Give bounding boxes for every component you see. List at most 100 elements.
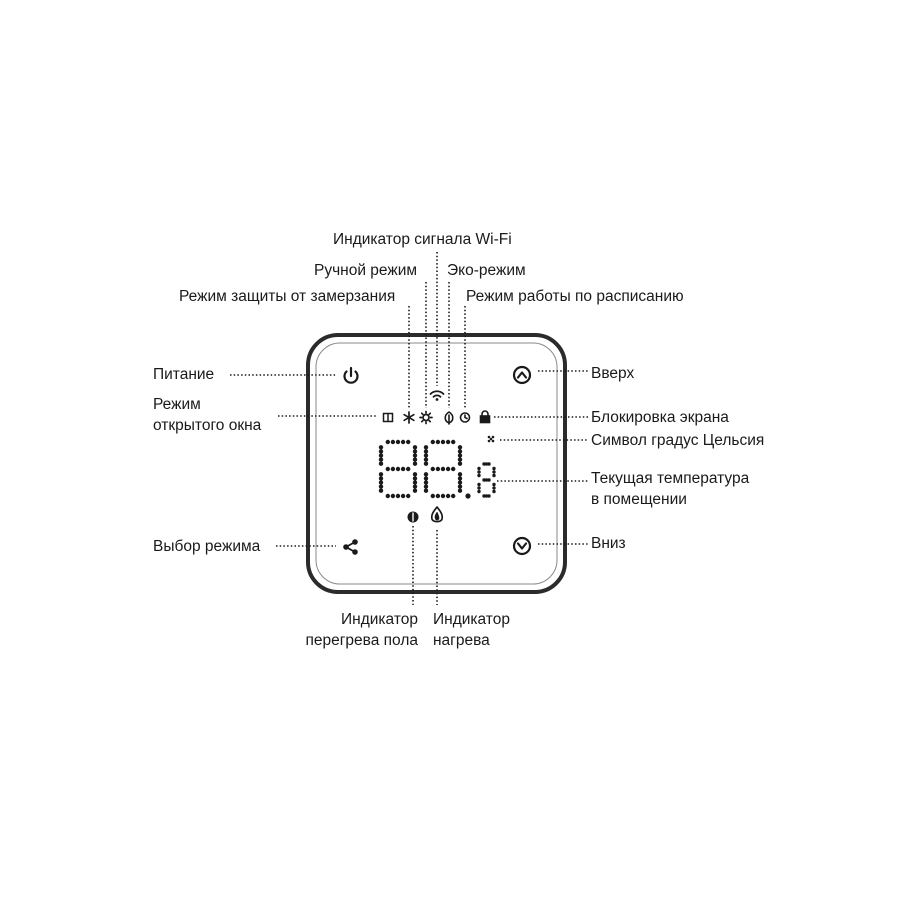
label-frost-protection: Режим защиты от замерзания bbox=[179, 288, 396, 305]
digit-1-segment-e bbox=[423, 480, 429, 485]
digit-0-segment-g bbox=[390, 466, 396, 472]
snowflake-icon bbox=[403, 411, 415, 424]
digit-2-segment-a bbox=[487, 462, 491, 466]
label-screen-lock: Блокировка экрана bbox=[591, 409, 729, 426]
label-floor-overheat: Индикатор перегрева пола bbox=[294, 609, 418, 651]
digit-2-segment-f bbox=[477, 473, 481, 478]
down-arrow-icon[interactable] bbox=[512, 536, 532, 556]
digit-0-segment-e bbox=[378, 488, 384, 493]
digit-2-segment-a bbox=[482, 462, 486, 466]
digit-1-segment-f bbox=[423, 445, 429, 450]
window-icon bbox=[382, 412, 394, 423]
label-wifi: Индикатор сигнала Wi-Fi bbox=[333, 231, 512, 248]
digit-1-segment-f bbox=[423, 449, 429, 454]
digit-0-segment-d bbox=[385, 493, 390, 499]
digit-0-segment-b bbox=[412, 453, 418, 458]
digit-1-segment-e bbox=[423, 488, 429, 493]
digit-0-segment-e bbox=[378, 484, 384, 489]
digit-1-segment-e bbox=[423, 484, 429, 489]
digit-0-segment-d bbox=[400, 493, 406, 499]
digit-0-segment-e bbox=[378, 480, 384, 485]
digit-2-segment-g bbox=[487, 478, 491, 482]
digit-1-segment-a bbox=[451, 439, 456, 445]
label-mode-select: Выбор режима bbox=[153, 538, 261, 555]
digit-0-segment-f bbox=[378, 457, 384, 462]
digit-2-segment-g bbox=[482, 478, 486, 482]
label-down: Вниз bbox=[591, 535, 626, 552]
digit-1-segment-g bbox=[445, 466, 451, 472]
digit-2-segment-e bbox=[477, 489, 481, 494]
digit-1-segment-d bbox=[440, 493, 446, 499]
digit-0-segment-g bbox=[406, 466, 411, 472]
up-arrow-icon[interactable] bbox=[512, 365, 532, 385]
digit-0-segment-c bbox=[412, 484, 418, 489]
digit-2-segment-d bbox=[487, 494, 491, 498]
label-open-window-line1: Режим bbox=[153, 396, 201, 413]
label-current-temp-line1: Текущая температура bbox=[591, 470, 750, 487]
label-open-window: Режим открытого окна bbox=[153, 394, 261, 436]
clock-icon bbox=[459, 412, 471, 423]
digit-0-segment-d bbox=[390, 493, 396, 499]
digit-1-segment-f bbox=[423, 461, 429, 466]
label-heating-line2: нагрева bbox=[433, 632, 490, 649]
digit-1-segment-g bbox=[451, 466, 456, 472]
digit-0-segment-a bbox=[400, 439, 406, 445]
digit-1-segment-b bbox=[457, 449, 463, 454]
digit-1-segment-a bbox=[435, 439, 441, 445]
digit-1-segment-g bbox=[440, 466, 446, 472]
leaf-icon bbox=[444, 411, 454, 425]
digit-1-segment-d bbox=[430, 493, 435, 499]
digit-1-segment-e bbox=[423, 472, 429, 477]
digit-2-segment-b bbox=[492, 470, 496, 474]
digit-2-segment-b bbox=[492, 473, 496, 478]
wifi-icon bbox=[429, 390, 445, 401]
label-open-window-line2: открытого окна bbox=[153, 417, 262, 434]
label-schedule-mode: Режим работы по расписанию bbox=[466, 288, 684, 305]
label-heating-line1: Индикатор bbox=[433, 611, 510, 628]
digit-1-segment-c bbox=[457, 472, 463, 477]
label-current-temp: Текущая температура в помещении bbox=[591, 468, 749, 510]
digit-1-segment-d bbox=[451, 493, 456, 499]
digit-1-segment-g bbox=[435, 466, 441, 472]
label-eco-mode: Эко-режим bbox=[447, 262, 526, 279]
digit-0-segment-b bbox=[412, 461, 418, 466]
thermostat-inner-edge bbox=[315, 342, 558, 585]
digit-2-segment-c bbox=[492, 486, 496, 490]
digit-0-segment-b bbox=[412, 449, 418, 454]
digit-1-segment-f bbox=[423, 453, 429, 458]
lock-icon bbox=[479, 410, 491, 424]
digit-0-segment-c bbox=[412, 472, 418, 477]
leader-lines bbox=[230, 252, 588, 605]
label-power: Питание bbox=[153, 366, 215, 383]
digit-1-segment-a bbox=[445, 439, 451, 445]
power-icon[interactable] bbox=[343, 366, 359, 384]
digit-0-segment-c bbox=[412, 488, 418, 493]
digit-1-segment-b bbox=[457, 457, 463, 462]
label-manual-mode: Ручной режим bbox=[314, 262, 418, 279]
digit-2-segment-c bbox=[492, 489, 496, 494]
digit-2-segment-d bbox=[482, 494, 486, 498]
digit-2-segment-e bbox=[477, 486, 481, 490]
digit-0-segment-g bbox=[400, 466, 406, 472]
digit-1-segment-a bbox=[430, 439, 435, 445]
label-celsius: Символ градус Цельсия bbox=[591, 432, 765, 449]
digit-2-segment-e bbox=[477, 482, 481, 487]
digit-1-segment-c bbox=[457, 484, 463, 489]
digit-0-segment-f bbox=[378, 445, 384, 450]
digit-2-segment-g bbox=[484, 478, 489, 482]
digit-0-segment-e bbox=[378, 476, 384, 481]
digit-1-segment-d bbox=[445, 493, 451, 499]
digit-0-segment-b bbox=[412, 445, 418, 450]
thermostat-frame bbox=[306, 333, 567, 594]
digit-0-segment-f bbox=[378, 461, 384, 466]
temperature-digits bbox=[378, 439, 496, 499]
digit-2-segment-c bbox=[492, 482, 496, 487]
label-floor-overheat-line1: Индикатор bbox=[341, 611, 418, 628]
share-icon[interactable] bbox=[343, 539, 358, 555]
digit-0-segment-g bbox=[385, 466, 390, 472]
digit-1-segment-b bbox=[457, 461, 463, 466]
digit-0-segment-g bbox=[395, 466, 401, 472]
digit-2-segment-d bbox=[484, 494, 489, 498]
digit-2-segment-a bbox=[484, 462, 489, 466]
